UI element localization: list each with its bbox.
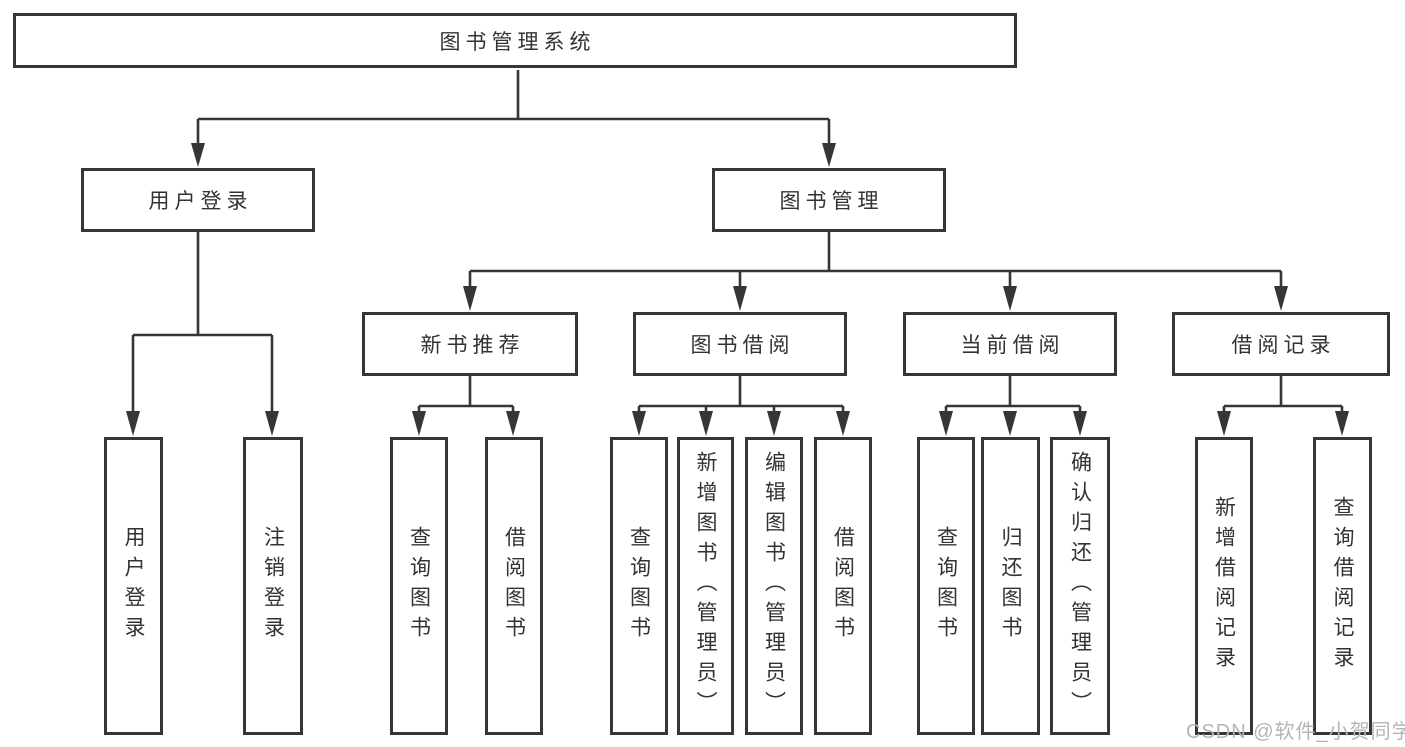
node-book-management: 图书管理 [712,168,946,232]
node-user-login: 用户登录 [81,168,315,232]
leaf-nbr-query-books: 查询图书 [390,437,448,735]
leaf-user-login: 用户登录 [104,437,163,735]
connector-root-to-level2 [191,70,836,167]
leaf-nbr-borrow-books: 借阅图书 [485,437,543,735]
leaf-bb-edit-books-admin: 编辑图书（管理员） [745,437,803,735]
node-borrow-records: 借阅记录 [1172,312,1390,376]
leaf-cb-return-books: 归还图书 [981,437,1040,735]
connector-user-login-children [126,232,279,436]
connector-new-book-rec-children [412,376,520,436]
connector-borrow-records-children [1217,376,1349,436]
leaf-cb-query-books: 查询图书 [917,437,975,735]
node-current-borrow: 当前借阅 [903,312,1117,376]
node-root-system: 图书管理系统 [13,13,1017,68]
node-book-borrow: 图书借阅 [633,312,847,376]
leaf-bb-add-books-admin: 新增图书（管理员） [677,437,734,735]
connector-book-mgmt-children [463,232,1288,311]
csdn-watermark: CSDN @软件_小贺同学 [1186,721,1405,743]
leaf-br-add-record: 新增借阅记录 [1195,437,1253,735]
node-new-book-recommend: 新书推荐 [362,312,578,376]
connector-book-borrow-children [632,376,850,436]
leaf-cb-confirm-return-admin: 确认归还（管理员） [1050,437,1110,735]
connector-current-borrow-children [939,376,1087,436]
leaf-bb-borrow-books: 借阅图书 [814,437,872,735]
leaf-bb-query-books: 查询图书 [610,437,668,735]
leaf-logout: 注销登录 [243,437,303,735]
leaf-br-query-record: 查询借阅记录 [1313,437,1372,735]
